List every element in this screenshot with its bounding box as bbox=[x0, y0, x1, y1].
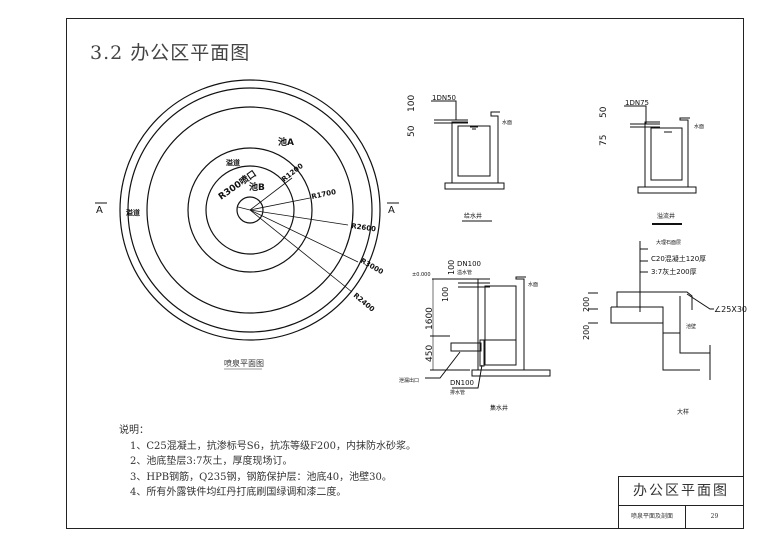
dim-r3000: R3000 bbox=[359, 257, 385, 276]
note-item: 1、C25混凝土，抗渗标号S6，抗冻等级F200，内抹防水砂浆。 bbox=[130, 440, 416, 452]
page-title: 3.2 办公区平面图 bbox=[90, 42, 251, 64]
d4-dim: 200 bbox=[582, 297, 591, 312]
radius-lines bbox=[237, 177, 359, 293]
section-mark-left: A bbox=[96, 205, 103, 216]
d3-label: 水面 bbox=[528, 281, 538, 288]
label-channel: 溢道 bbox=[226, 158, 240, 167]
d3-pipe-top: DN100 bbox=[457, 260, 481, 268]
d2-label: 水面 bbox=[694, 123, 704, 130]
d1-label: 水面 bbox=[502, 119, 512, 126]
drawing-frame bbox=[66, 18, 744, 529]
d4-edge: ∠25X30 bbox=[714, 305, 747, 314]
title-block-title: 办公区平面图 bbox=[619, 477, 743, 506]
detail-overflow-well bbox=[624, 105, 697, 194]
section-marks: A A bbox=[95, 202, 399, 216]
d4-label: 池壁 bbox=[686, 323, 696, 330]
plan-ring bbox=[187, 147, 313, 273]
d2-dim: 75 bbox=[599, 135, 609, 146]
d4-layer: C20混凝土120厚 bbox=[651, 254, 706, 263]
d2-dim: 50 bbox=[599, 106, 609, 118]
title-block-page: 29 bbox=[710, 513, 719, 520]
d3-left-label: 泄漏出口 bbox=[399, 377, 419, 384]
d4-layer: 大理石面层 bbox=[656, 239, 681, 246]
note-item: 4、所有外露铁件均红丹打底刷国绿调和漆二度。 bbox=[130, 487, 347, 498]
notes-heading: 说明： bbox=[119, 425, 149, 436]
notes: 说明： 1、C25混凝土，抗渗标号S6，抗冻等级F200，内抹防水砂浆。 2、池… bbox=[119, 423, 416, 501]
d3-caption: 集水井 bbox=[490, 404, 508, 412]
d2-pipe: 1DN75 bbox=[625, 99, 649, 107]
detail-feed-well bbox=[431, 100, 505, 190]
dim-r1700: R1700 bbox=[311, 188, 337, 201]
d3-pipe-bottom: DN100 bbox=[450, 379, 474, 387]
note-item: 3、HPB钢筋，Q235钢，钢筋保护层：池底40，池壁30。 bbox=[130, 471, 392, 483]
plan-ring bbox=[146, 106, 354, 314]
d1-dim: 100 bbox=[407, 95, 417, 112]
dim-r2600: R2600 bbox=[351, 222, 377, 233]
section-mark-right: A bbox=[388, 205, 395, 216]
plan-caption: 喷泉平面图 bbox=[224, 358, 264, 368]
plan-ring bbox=[119, 79, 381, 341]
d4-caption: 大样 bbox=[677, 408, 689, 416]
d3-dim: 100 bbox=[447, 260, 456, 275]
title-block: 办公区平面图 喷泉平面及剖面 29 bbox=[618, 476, 743, 528]
d1-dim: 50 bbox=[407, 125, 417, 137]
note-item: 2、池底垫层3:7灰土，厚度现场订。 bbox=[130, 456, 293, 467]
d3-elevation: ±0.000 bbox=[412, 272, 431, 278]
title-block-drawing-name: 喷泉平面及剖面 bbox=[619, 506, 686, 528]
d3-dim: 100 bbox=[441, 287, 450, 302]
d3-pipe-bottom-label: 排水管 bbox=[450, 389, 465, 396]
d2-caption: 溢流井 bbox=[657, 212, 675, 220]
d1-caption: 给水井 bbox=[464, 212, 482, 220]
d3-dim: 1600 bbox=[425, 307, 435, 330]
label-zone-b: 池B bbox=[249, 181, 265, 193]
plan-ring bbox=[127, 87, 373, 333]
d1-pipe: 1DN50 bbox=[432, 94, 456, 102]
label-zone-a: 池A bbox=[278, 136, 294, 148]
plan-ring bbox=[236, 196, 264, 224]
d4-layer: 3:7灰土200厚 bbox=[651, 267, 697, 276]
dim-r2400: R2400 bbox=[352, 291, 376, 313]
fountain-plan bbox=[119, 79, 381, 341]
d4-dim: 200 bbox=[582, 325, 591, 340]
d3-pipe-top-label: 溢水管 bbox=[457, 269, 472, 276]
plan-ring bbox=[205, 165, 295, 255]
label-channel: 溢道 bbox=[126, 208, 140, 217]
detail-collection-well bbox=[425, 276, 551, 389]
detail-edge-section bbox=[588, 241, 714, 380]
d3-dim: 450 bbox=[425, 345, 435, 362]
